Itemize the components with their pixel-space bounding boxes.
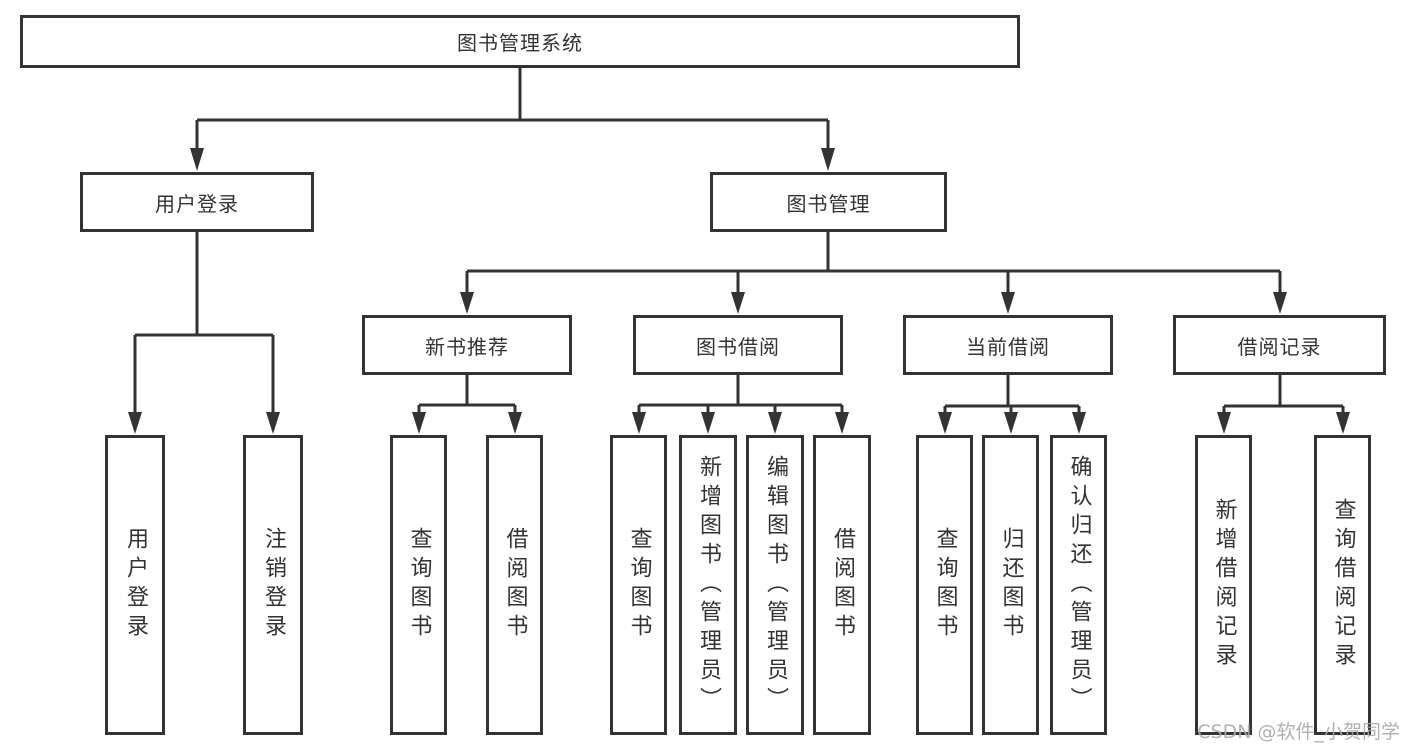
node-label: 图书借阅 <box>696 334 780 359</box>
node-label: 图书管理系统 <box>457 31 583 55</box>
node-label: 查询图书 <box>406 527 432 643</box>
node-label: 查询图书 <box>932 527 958 643</box>
node-label: 查询借阅记录 <box>1330 498 1356 672</box>
edge-borrow-records-to-leaves <box>1217 375 1350 434</box>
edge-new-books-to-leaves <box>412 375 522 434</box>
node-label: 新增图书（管理员） <box>696 454 721 716</box>
edge-user-login-to-leaves <box>128 232 280 434</box>
node-root-system: 图书管理系统 <box>20 15 1020 68</box>
node-label: 借阅图书 <box>502 527 528 643</box>
edge-root-to-level2 <box>190 68 835 171</box>
node-label: 归还图书 <box>998 527 1024 643</box>
leaf-borrow-books-recommend: 借阅图书 <box>486 435 543 735</box>
csdn-watermark: CSDN @软件_小贺同学 <box>1197 721 1400 743</box>
leaf-query-borrow-record: 查询借阅记录 <box>1314 435 1371 735</box>
leaf-user-login: 用户登录 <box>105 435 165 735</box>
leaf-edit-books-admin: 编辑图书（管理员） <box>746 435 804 735</box>
node-label: 查询图书 <box>626 527 652 643</box>
node-label: 图书管理 <box>786 191 871 216</box>
leaf-query-books-recommend: 查询图书 <box>390 435 447 735</box>
leaf-return-books: 归还图书 <box>982 435 1039 735</box>
node-user-login: 用户登录 <box>80 172 314 232</box>
node-current-borrow: 当前借阅 <box>903 315 1113 375</box>
leaf-query-books-current: 查询图书 <box>916 435 973 735</box>
node-label: 借阅记录 <box>1237 334 1322 359</box>
node-book-borrow: 图书借阅 <box>633 315 843 375</box>
node-borrow-records: 借阅记录 <box>1173 315 1386 375</box>
leaf-logout: 注销登录 <box>243 435 303 735</box>
node-label: 用户登录 <box>123 527 148 643</box>
node-label: 新增借阅记录 <box>1211 498 1237 672</box>
node-book-management: 图书管理 <box>710 172 947 232</box>
edge-book-borrow-to-leaves <box>632 375 849 434</box>
leaf-add-books-admin: 新增图书（管理员） <box>679 435 737 735</box>
node-label: 注销登录 <box>261 527 286 643</box>
node-label: 新书推荐 <box>425 334 509 359</box>
node-label: 编辑图书（管理员） <box>763 454 788 716</box>
node-new-book-recommend: 新书推荐 <box>362 315 572 375</box>
leaf-query-books-borrow: 查询图书 <box>610 435 667 735</box>
leaf-confirm-return-admin: 确认归还（管理员） <box>1050 435 1107 735</box>
leaf-add-borrow-record: 新增借阅记录 <box>1195 435 1252 735</box>
node-label: 确认归还（管理员） <box>1066 454 1092 716</box>
node-label: 借阅图书 <box>830 527 855 643</box>
leaf-borrow-books: 借阅图书 <box>813 435 871 735</box>
edge-book-management-to-level3 <box>460 232 1287 314</box>
edge-current-borrow-to-leaves <box>938 375 1086 434</box>
node-label: 用户登录 <box>155 191 239 216</box>
node-label: 当前借阅 <box>966 334 1050 359</box>
